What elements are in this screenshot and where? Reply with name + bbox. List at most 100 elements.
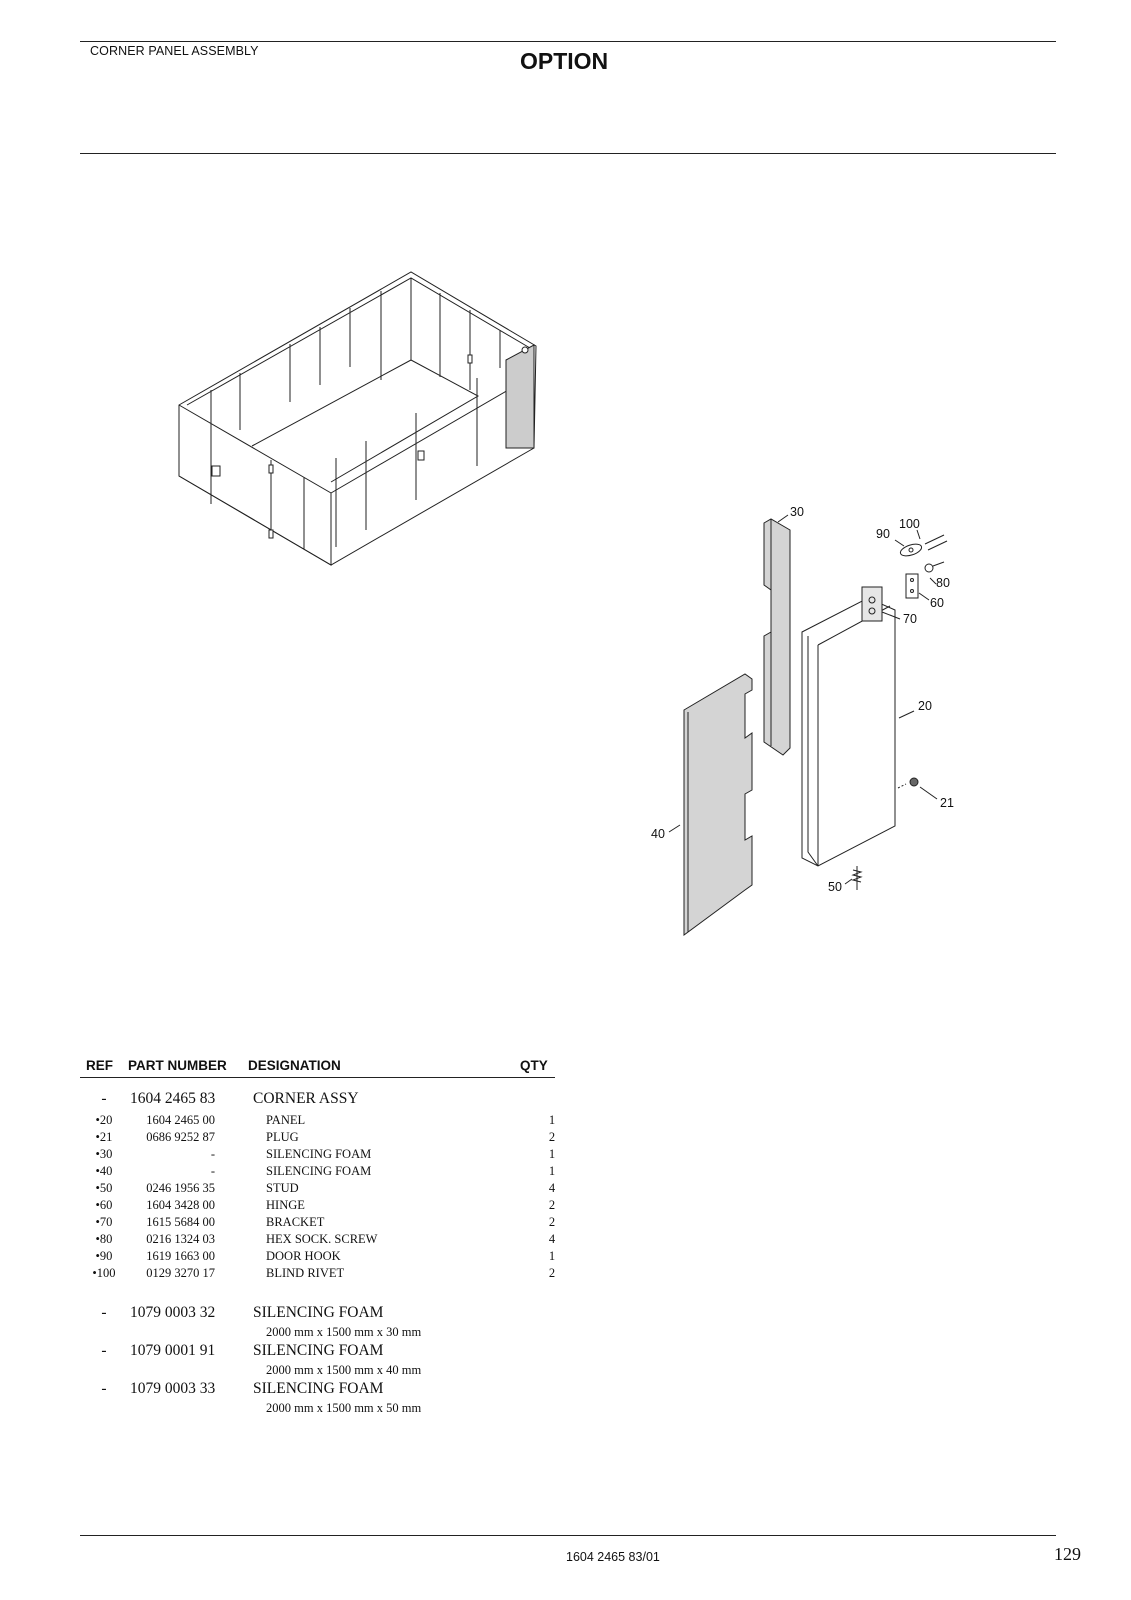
extra-designation: SILENCING FOAM: [253, 1380, 384, 1397]
callout-20: 20: [918, 699, 932, 713]
extra-dimensions: 2000 mm x 1500 mm x 50 mm: [266, 1401, 422, 1415]
row-qty: 2: [548, 1130, 556, 1144]
extra-part-number: 1079 0003 33: [130, 1380, 216, 1397]
footer-doc-number: 1604 2465 83/01: [566, 1550, 660, 1564]
callout-21: 21: [940, 796, 954, 810]
row-ref: •70: [95, 1215, 113, 1229]
extra-item: - 1079 0003 33 SILENCING FOAM: [82, 1380, 562, 1397]
extra-designation: SILENCING FOAM: [253, 1342, 384, 1359]
foam-part-40: [683, 673, 753, 936]
row-qty: 2: [548, 1198, 556, 1212]
assembly-row: - 1604 2465 83 CORNER ASSY: [82, 1090, 562, 1107]
callout-60: 60: [930, 596, 944, 610]
row-part-number: 1619 1663 00: [146, 1249, 215, 1263]
header-qty: QTY: [520, 1058, 548, 1073]
row-designation: SILENCING FOAM: [266, 1164, 372, 1178]
section-title: CORNER PANEL ASSEMBLY: [90, 44, 259, 58]
callout-30: 30: [790, 505, 804, 519]
row-ref: •30: [95, 1147, 113, 1161]
row-qty: 2: [548, 1266, 556, 1280]
callout-80: 80: [936, 576, 950, 590]
row-part-number: -: [210, 1147, 215, 1161]
row-designation: HINGE: [266, 1198, 305, 1212]
callout-50: 50: [828, 880, 842, 894]
callout-90: 90: [876, 527, 890, 541]
extra-designation: SILENCING FOAM: [253, 1304, 384, 1321]
header-part-number: PART NUMBER: [128, 1058, 227, 1073]
panel-part-20: [801, 597, 896, 867]
row-ref: •50: [95, 1181, 113, 1195]
row-designation: HEX SOCK. SCREW: [266, 1232, 378, 1246]
row-ref: •100: [92, 1266, 116, 1280]
row-ref: •90: [95, 1249, 113, 1263]
row-designation: DOOR HOOK: [266, 1249, 341, 1263]
extra-item: - 1079 0003 32 SILENCING FOAM: [82, 1304, 562, 1321]
table-row: •21 0686 9252 87 PLUG 2: [82, 1130, 562, 1147]
extra-ref: -: [101, 1342, 107, 1359]
row-part-number: 1604 3428 00: [146, 1198, 215, 1212]
header-ref: REF: [86, 1058, 113, 1073]
row-qty: 2: [548, 1215, 556, 1229]
row-part-number: 0246 1956 35: [146, 1181, 215, 1195]
extra-dimensions: 2000 mm x 1500 mm x 40 mm: [266, 1363, 422, 1377]
header-top-rule: [80, 41, 1056, 42]
row-ref: •40: [95, 1164, 113, 1178]
row-ref: •21: [95, 1130, 113, 1144]
row-qty: 1: [548, 1113, 556, 1127]
row-qty: 4: [548, 1181, 556, 1195]
door-hook-part-90: [899, 543, 923, 557]
row-qty: 1: [548, 1147, 556, 1161]
extra-part-number: 1079 0001 91: [130, 1342, 216, 1359]
row-qty: 1: [548, 1249, 556, 1263]
row-designation: STUD: [266, 1181, 299, 1195]
extra-ref: -: [101, 1304, 107, 1321]
rivet-part-100: [924, 534, 945, 545]
extra-item: - 1079 0001 91 SILENCING FOAM: [82, 1342, 562, 1359]
table-row: •90 1619 1663 00 DOOR HOOK 1: [82, 1249, 562, 1266]
foam-part-30: [763, 518, 791, 756]
row-designation: BRACKET: [266, 1215, 325, 1229]
extra-ref: -: [101, 1380, 107, 1397]
row-ref: •20: [95, 1113, 113, 1127]
plug-part-21: [909, 777, 919, 787]
row-part-number: 0129 3270 17: [146, 1266, 215, 1280]
assembly-ref: -: [101, 1090, 107, 1107]
row-part-number: 1615 5684 00: [146, 1215, 215, 1229]
row-designation: BLIND RIVET: [266, 1266, 345, 1280]
table-row: •60 1604 3428 00 HINGE 2: [82, 1198, 562, 1215]
assembly-part-number: 1604 2465 83: [130, 1090, 216, 1107]
callout-100: 100: [899, 517, 920, 531]
row-qty: 1: [548, 1164, 556, 1178]
bracket-part-70: [861, 586, 883, 622]
extra-dimensions: 2000 mm x 1500 mm x 30 mm: [266, 1325, 422, 1339]
table-row: •100 0129 3270 17 BLIND RIVET 2: [82, 1266, 562, 1283]
table-row: •50 0246 1956 35 STUD 4: [82, 1181, 562, 1198]
row-qty: 4: [548, 1232, 556, 1246]
table-header-rule: [80, 1077, 555, 1078]
table-row: •30 - SILENCING FOAM 1: [82, 1147, 562, 1164]
table-row: •40 - SILENCING FOAM 1: [82, 1164, 562, 1181]
callout-40: 40: [651, 827, 665, 841]
footer-rule: [80, 1535, 1056, 1536]
header-designation: DESIGNATION: [248, 1058, 341, 1073]
row-part-number: 0686 9252 87: [146, 1130, 215, 1144]
hinge-part-60: [905, 573, 919, 599]
assembly-designation: CORNER ASSY: [253, 1090, 359, 1107]
footer-page-number: 129: [1054, 1544, 1081, 1564]
header-bottom-rule: [80, 153, 1056, 154]
option-label: OPTION: [520, 48, 609, 74]
row-designation: SILENCING FOAM: [266, 1147, 372, 1161]
callout-70: 70: [903, 612, 917, 626]
row-part-number: 0216 1324 03: [146, 1232, 215, 1246]
extra-part-number: 1079 0003 32: [130, 1304, 216, 1321]
table-row: •70 1615 5684 00 BRACKET 2: [82, 1215, 562, 1232]
row-part-number: -: [210, 1164, 215, 1178]
row-ref: •60: [95, 1198, 113, 1212]
screw-part-80: [924, 563, 934, 573]
row-designation: PANEL: [266, 1113, 306, 1127]
row-designation: PLUG: [266, 1130, 299, 1144]
